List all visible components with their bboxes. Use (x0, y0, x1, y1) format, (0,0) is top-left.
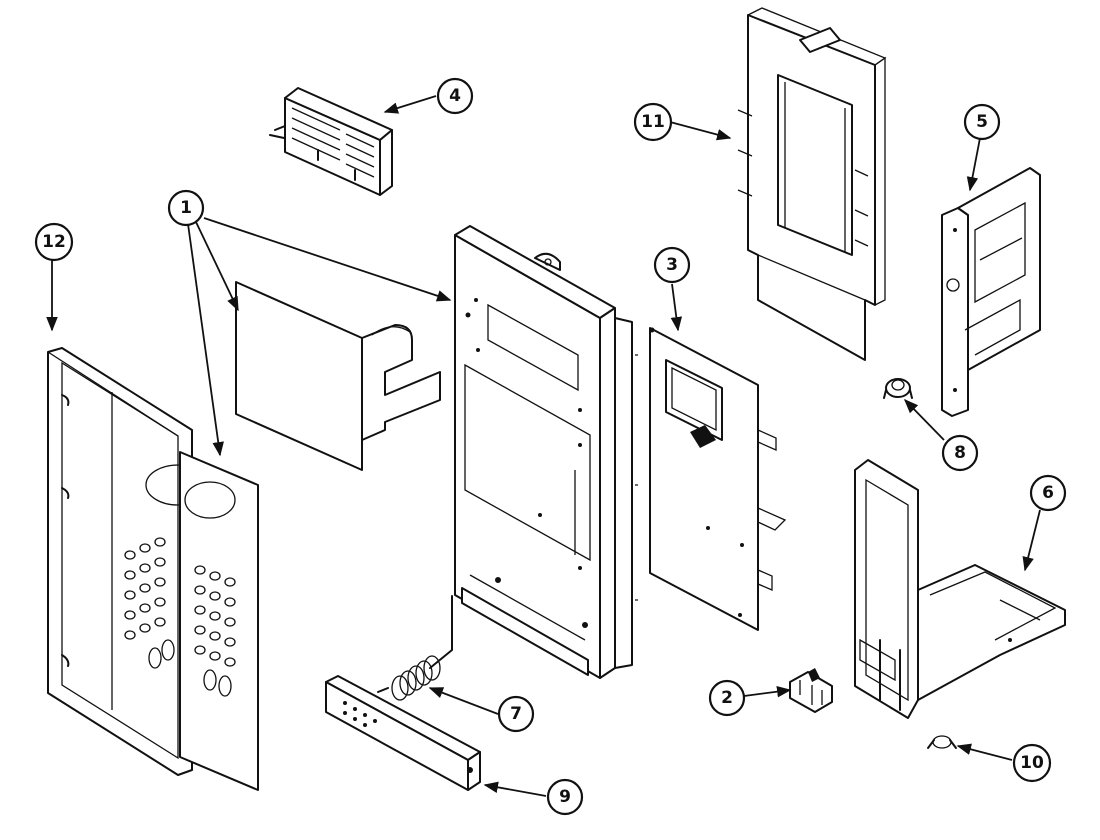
part-10-spring-clip (927, 735, 957, 749)
part-6-latch-mechanism (854, 459, 1066, 719)
callout-10: 10 (1012, 743, 1052, 783)
svg-text:11: 11 (641, 112, 665, 132)
svg-text:10: 10 (1020, 753, 1044, 773)
svg-text:5: 5 (976, 112, 988, 132)
part-8-switch (883, 378, 913, 399)
part-1-keypad-overlay (179, 451, 259, 791)
svg-text:3: 3 (666, 255, 678, 275)
part-1-membrane-ribbon (235, 281, 441, 471)
callout-5: 5 (963, 103, 1001, 141)
part-11-chassis-frame (737, 7, 887, 361)
leader-lines (46, 95, 1041, 797)
part-2-latch-clip (789, 668, 833, 713)
keypad-holes-12 (124, 537, 175, 669)
callout-1: 1 (167, 189, 205, 227)
svg-text:7: 7 (510, 704, 522, 724)
callout-12: 12 (34, 222, 74, 262)
svg-text:2: 2 (721, 688, 733, 708)
svg-text:6: 6 (1042, 483, 1054, 503)
part-3-control-board (649, 327, 787, 631)
callout-6: 6 (1029, 474, 1067, 512)
callout-3: 3 (653, 246, 691, 284)
callout-11: 11 (633, 102, 673, 142)
svg-text:12: 12 (42, 232, 66, 252)
part-5-bracket (941, 167, 1041, 417)
svg-text:4: 4 (449, 86, 461, 106)
svg-text:9: 9 (559, 787, 571, 807)
callout-2: 2 (708, 679, 746, 717)
callout-8: 8 (941, 434, 979, 472)
part-4-vent-grille (269, 87, 393, 196)
part-7-spring (391, 595, 453, 701)
part-9-door-handle (325, 675, 481, 791)
callout-4: 4 (436, 77, 474, 115)
svg-text:1: 1 (180, 198, 192, 218)
callout-7: 7 (497, 695, 535, 733)
part-1-control-housing (454, 225, 638, 679)
callout-9: 9 (546, 778, 584, 816)
keypad-holes-1 (194, 565, 236, 697)
svg-text:8: 8 (954, 443, 966, 463)
